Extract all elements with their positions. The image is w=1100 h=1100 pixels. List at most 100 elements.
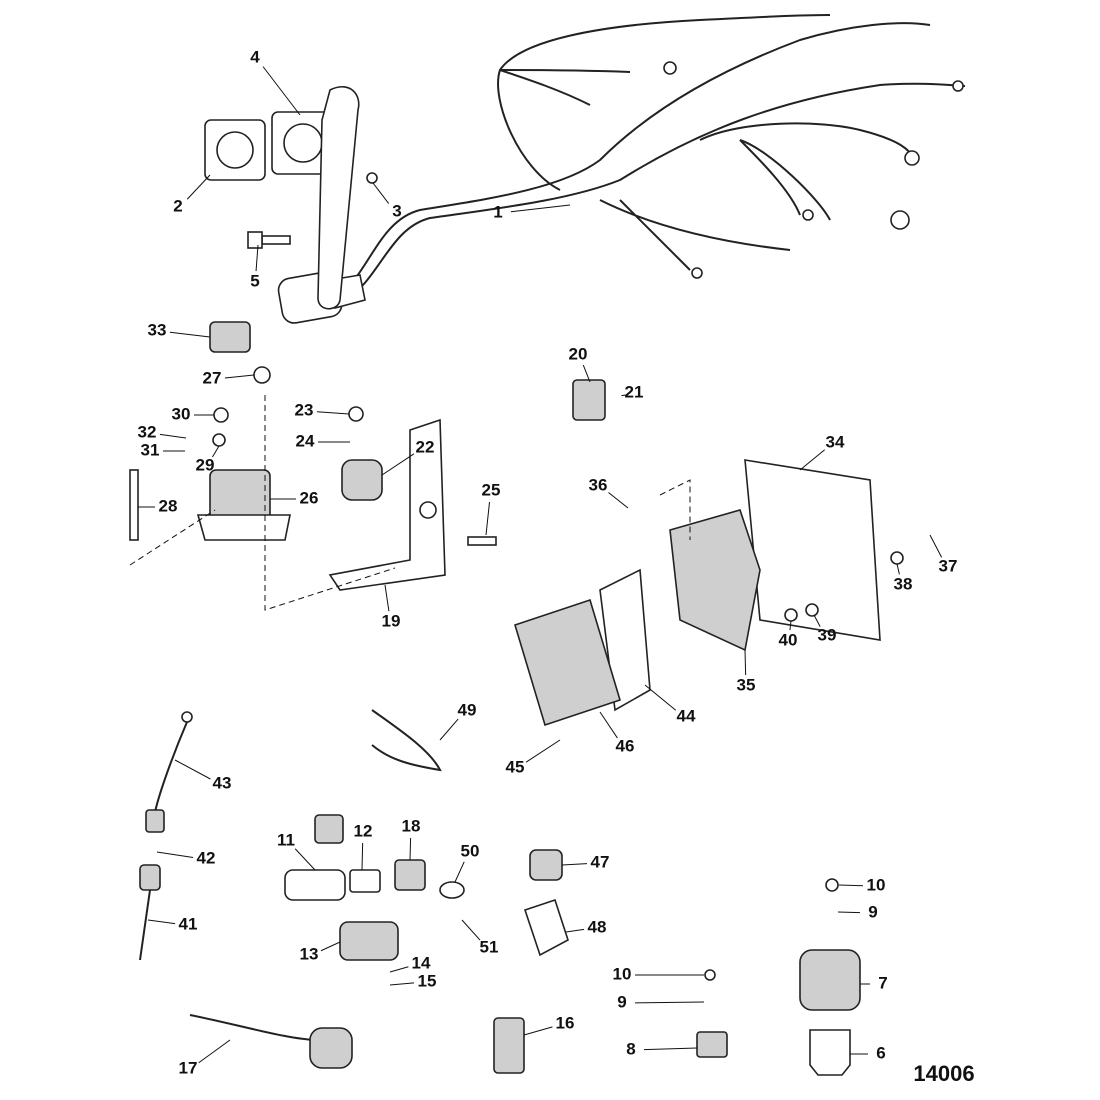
leader-line bbox=[156, 851, 194, 858]
callout-6: 6 bbox=[876, 1043, 885, 1062]
leader-line bbox=[599, 711, 618, 739]
sensor-bracket-part bbox=[189, 1014, 353, 1069]
wiring-harness-part bbox=[277, 14, 966, 324]
leader-line bbox=[409, 837, 412, 861]
callout-16: 16 bbox=[556, 1013, 575, 1032]
callout-29: 29 bbox=[196, 455, 215, 474]
leader-line bbox=[361, 842, 364, 871]
leader-line bbox=[454, 861, 465, 883]
leader-line bbox=[198, 1039, 231, 1064]
callout-5: 5 bbox=[250, 271, 259, 290]
callout-22: 22 bbox=[416, 437, 435, 456]
leader-line bbox=[316, 411, 350, 415]
callout-21: 21 bbox=[625, 382, 644, 401]
callout-47: 47 bbox=[591, 852, 610, 871]
leader-line bbox=[838, 884, 864, 887]
callout-30: 30 bbox=[172, 404, 191, 423]
callout-19: 19 bbox=[382, 611, 401, 630]
switch-parts bbox=[696, 878, 861, 1076]
callout-15: 15 bbox=[418, 971, 437, 990]
leader-line bbox=[621, 394, 627, 397]
callout-49: 49 bbox=[458, 700, 477, 719]
callout-24: 24 bbox=[296, 431, 315, 450]
leader-line bbox=[186, 174, 211, 200]
connector-part bbox=[572, 379, 606, 421]
leader-line bbox=[744, 649, 747, 676]
leader-line bbox=[813, 614, 821, 627]
callout-34: 34 bbox=[826, 432, 845, 451]
leader-line bbox=[159, 433, 187, 439]
leader-line bbox=[174, 759, 211, 780]
callout-9: 9 bbox=[617, 992, 626, 1011]
callout-7: 7 bbox=[878, 973, 887, 992]
leader-line bbox=[320, 941, 341, 952]
callout-8: 8 bbox=[626, 1039, 635, 1058]
callout-51: 51 bbox=[480, 937, 499, 956]
callout-14: 14 bbox=[412, 953, 431, 972]
leader-line bbox=[461, 919, 481, 941]
fitting-parts bbox=[439, 849, 569, 957]
callout-38: 38 bbox=[894, 574, 913, 593]
leader-line bbox=[523, 1026, 553, 1036]
callout-25: 25 bbox=[482, 480, 501, 499]
callout-37: 37 bbox=[939, 556, 958, 575]
callout-13: 13 bbox=[300, 944, 319, 963]
callout-20: 20 bbox=[569, 344, 588, 363]
callout-11: 11 bbox=[277, 830, 295, 849]
leader-line bbox=[929, 534, 943, 558]
leader-lines bbox=[138, 66, 943, 1064]
clip-part bbox=[209, 321, 251, 353]
leader-line bbox=[485, 501, 491, 536]
leader-line bbox=[439, 718, 459, 741]
leader-line bbox=[799, 449, 826, 471]
leader-line bbox=[643, 1047, 698, 1051]
callout-33: 33 bbox=[148, 320, 167, 339]
leader-line bbox=[384, 584, 390, 612]
callout-45: 45 bbox=[506, 757, 525, 776]
callout-4: 4 bbox=[250, 47, 260, 66]
leader-line bbox=[255, 244, 259, 272]
jumper-harness-part bbox=[371, 709, 442, 772]
callout-42: 42 bbox=[197, 848, 216, 867]
leader-line bbox=[389, 966, 409, 973]
leader-line bbox=[510, 204, 571, 213]
callout-32: 32 bbox=[138, 422, 157, 441]
callout-48: 48 bbox=[588, 917, 607, 936]
temperature-sender-part bbox=[493, 1017, 525, 1074]
callout-31: 31 bbox=[141, 440, 160, 459]
callout-2: 2 bbox=[173, 196, 182, 215]
figure-number: 14006 bbox=[913, 1061, 974, 1086]
screw-part bbox=[253, 366, 271, 384]
callout-41: 41 bbox=[179, 914, 198, 933]
callout-10: 10 bbox=[867, 875, 886, 894]
callout-27: 27 bbox=[203, 368, 222, 387]
callout-9: 9 bbox=[868, 902, 877, 921]
leader-line bbox=[896, 563, 900, 575]
callout-26: 26 bbox=[300, 488, 319, 507]
callout-1: 1 bbox=[493, 202, 502, 221]
callout-46: 46 bbox=[616, 736, 635, 755]
callout-44: 44 bbox=[677, 706, 696, 725]
ecm-module-part bbox=[514, 459, 904, 727]
callout-35: 35 bbox=[737, 675, 756, 694]
callout-17: 17 bbox=[179, 1058, 198, 1077]
leader-line bbox=[224, 374, 255, 379]
leader-line bbox=[169, 331, 211, 338]
leader-line bbox=[561, 863, 588, 866]
callout-28: 28 bbox=[159, 496, 178, 515]
callout-12: 12 bbox=[354, 821, 373, 840]
leader-line bbox=[582, 364, 591, 383]
callout-18: 18 bbox=[402, 816, 421, 835]
callout-40: 40 bbox=[779, 630, 798, 649]
leader-line bbox=[644, 684, 677, 711]
leader-line bbox=[634, 1001, 705, 1004]
callout-36: 36 bbox=[589, 475, 608, 494]
leader-line bbox=[389, 982, 415, 986]
callout-3: 3 bbox=[392, 201, 401, 220]
leader-line bbox=[381, 453, 415, 476]
callout-39: 39 bbox=[818, 625, 837, 644]
leader-line bbox=[372, 182, 390, 204]
